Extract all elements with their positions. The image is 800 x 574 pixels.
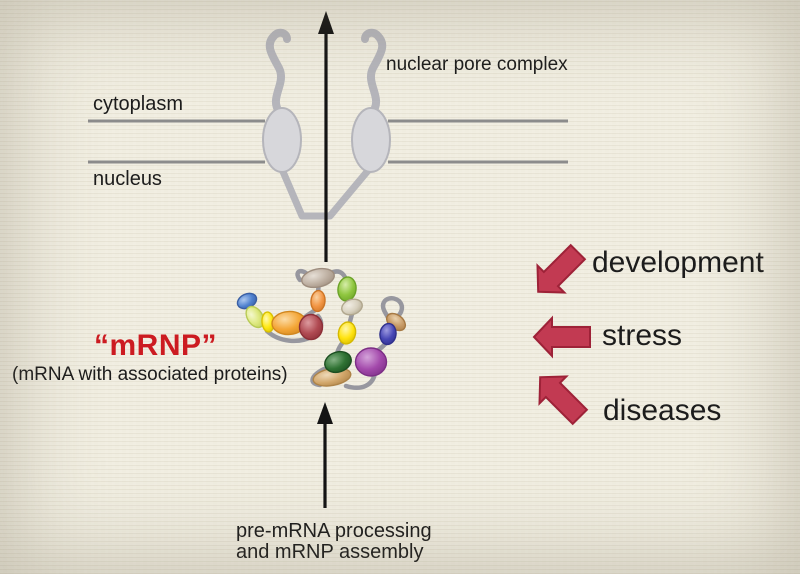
protein-blob-orange-small — [310, 289, 326, 313]
mrnp-subtitle: (mRNA with associated proteins) — [12, 364, 288, 385]
protein-blob-apple-green — [337, 276, 357, 302]
protein-blob-dark-red — [298, 313, 324, 341]
nuclear-pore-complex-label: nuclear pore complex — [386, 54, 568, 75]
protein-blob-dark-green — [324, 350, 352, 374]
pore-subunit-left — [262, 107, 302, 173]
factor-label-development: development — [592, 246, 764, 279]
protein-blob-indigo — [379, 322, 397, 346]
cytoplasm-label: cytoplasm — [93, 93, 184, 115]
protein-blob-pale-green — [245, 305, 265, 329]
mrnp-title: “mRNP” — [94, 329, 218, 362]
nuclear-envelope — [88, 119, 568, 164]
protein-blob-beige — [341, 298, 363, 316]
nucleus-label: nucleus — [93, 168, 162, 190]
protein-blob-yellow-large — [337, 321, 357, 345]
pore-subunit-right — [351, 107, 391, 173]
protein-blob-purple — [354, 347, 388, 377]
pore-filament-left — [265, 28, 291, 117]
assembly-up-arrow-icon — [317, 402, 333, 508]
bottom-process-caption: pre-mRNA processing and mRNP assembly — [236, 521, 432, 563]
export-up-arrow-icon — [318, 11, 334, 262]
protein-blob-taupe — [301, 267, 335, 289]
factor-arrows — [532, 243, 591, 426]
factor-arrow-stress-icon — [532, 315, 591, 359]
factor-label-diseases: diseases — [603, 394, 722, 427]
factor-label-stress: stress — [602, 319, 683, 352]
factor-arrow-development-icon — [536, 243, 587, 294]
pore-filament-right — [361, 28, 387, 117]
nuclear-basket — [277, 163, 375, 220]
mrnp-protein-blobs — [236, 267, 407, 387]
bottom-process-line1: pre-mRNA processing — [236, 520, 432, 542]
bottom-process-line2: and mRNP assembly — [236, 541, 424, 563]
nuclear-pore-complex-graphic — [262, 28, 391, 220]
factor-arrow-diseases-icon — [538, 375, 589, 426]
